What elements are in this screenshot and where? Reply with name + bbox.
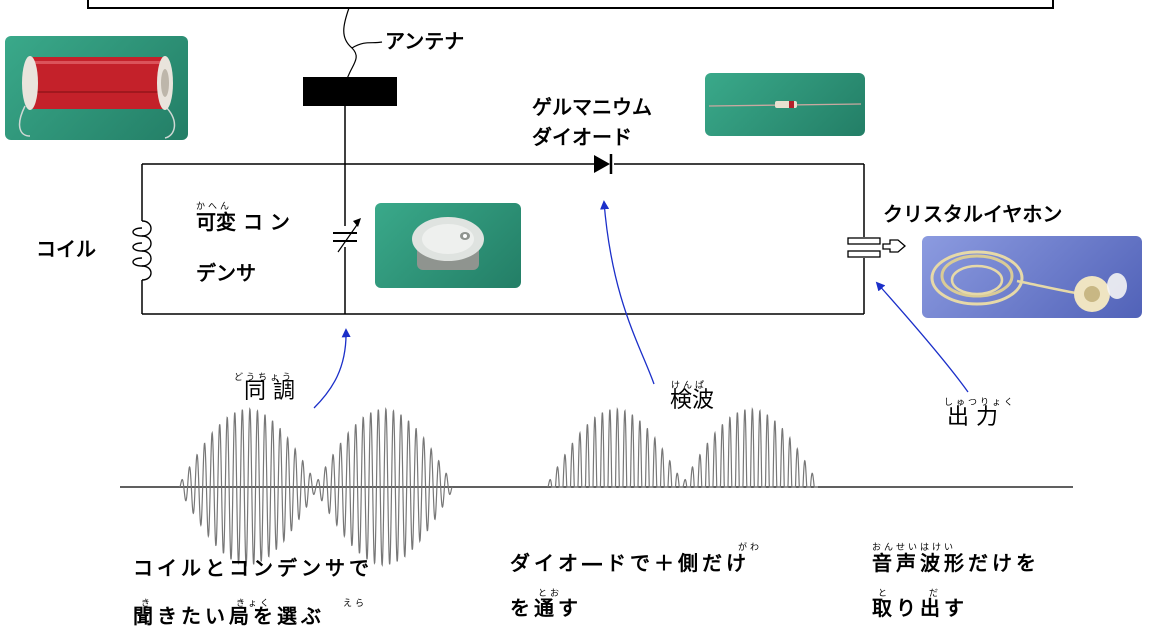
capacitor-label-line1: 可変 コ ン (196, 210, 290, 234)
antenna-callout (351, 41, 383, 49)
caption-tuning-ruby-era: えら (343, 599, 368, 609)
diode-label-line2: ダイオード (532, 125, 632, 149)
capacitor-label-line2: デンサ (196, 261, 256, 285)
detection-ruby: けんぱ (671, 381, 708, 391)
diode-photo (705, 73, 865, 136)
diode-symbol-icon (594, 154, 613, 174)
antenna-block (303, 77, 397, 106)
earphone-symbol-icon (847, 237, 906, 258)
detection-arrow (600, 200, 655, 385)
caption-detection-line2: を通す (510, 596, 582, 620)
variable-capacitor-symbol-icon (333, 218, 361, 253)
detection-label: 検波 (670, 388, 715, 413)
caption-tuning-line2: 聞きたい局を選ぶ (133, 604, 325, 628)
caption-tuning-line1: コイルとコンデンサで (133, 556, 373, 580)
tuning-ruby: どうちょう (234, 373, 295, 383)
antenna-label: アンテナ (385, 29, 465, 53)
caption-output-ruby-to: と (878, 589, 891, 599)
caption-output-line2: 取り出す (872, 596, 968, 620)
capacitor-ruby: かへん (196, 202, 233, 212)
caption-output-line1: 音声波形だけを (872, 551, 1040, 575)
coil-label: コイル (36, 237, 96, 261)
coil-photo (5, 36, 188, 140)
antenna-wire-frame (87, 0, 1054, 9)
caption-detection-ruby-too: とお (538, 589, 563, 599)
caption-tuning-ruby-ki: き (141, 599, 154, 609)
output-ruby: しゅつりょく (944, 398, 1017, 408)
detected-waveform (547, 406, 818, 488)
output-label: 出 力 (947, 405, 998, 430)
caption-output-ruby-onsei: おんせいはけい (872, 543, 957, 553)
diode-label-line1: ゲルマニウム (532, 95, 652, 119)
caption-output-ruby-da: だ (929, 589, 942, 599)
variable-capacitor-photo (375, 203, 521, 288)
earphone-label: クリスタルイヤホン (883, 202, 1063, 226)
caption-detection-line1: ダイオ―ドで＋側だけ (510, 551, 750, 575)
coil-symbol-icon (132, 220, 152, 281)
crystal-earphone-photo (922, 236, 1142, 318)
caption-tuning-ruby-kyoku: きょく (236, 599, 273, 609)
caption-detection-ruby-gawa: がわ (738, 543, 763, 553)
am-modulated-waveform (179, 407, 453, 567)
tuning-arrow (313, 328, 351, 409)
output-arrow (875, 281, 969, 393)
tuning-label: 同 調 (244, 379, 295, 404)
